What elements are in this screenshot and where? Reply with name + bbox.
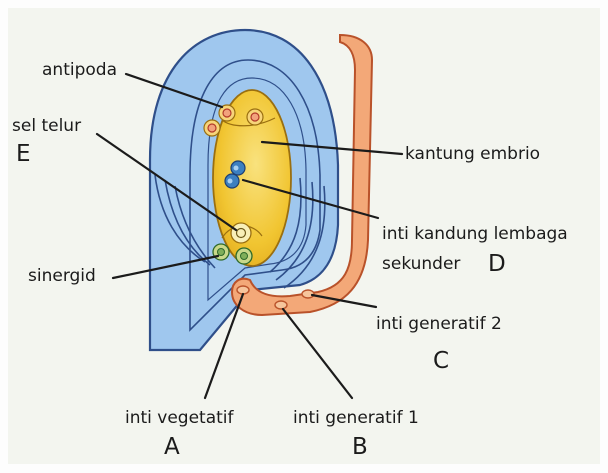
label-sel-telur: sel telur: [12, 116, 82, 136]
letter-b: B: [352, 434, 368, 460]
label-sinergid: sinergid: [28, 266, 96, 286]
inti-vegetatif-nucleus: [236, 285, 250, 295]
label-inti-generatif-1: inti generatif 1: [293, 408, 419, 428]
letter-a: A: [164, 434, 180, 460]
inti-generatif-1-nucleus: [274, 300, 288, 310]
leader-inti-kandung: [241, 178, 380, 220]
label-inti-generatif-2: inti generatif 2: [376, 314, 502, 334]
egg-apparatus: [212, 222, 263, 265]
letter-d: D: [488, 251, 506, 277]
leader-inti-generatif-1: [281, 307, 354, 400]
letter-c: C: [433, 348, 450, 374]
leader-sinergid: [111, 254, 220, 280]
label-inti-kandung-lembaga: inti kandung lembaga: [382, 224, 568, 244]
inti-generatif-2-nucleus: [301, 289, 315, 299]
leader-lines: [95, 72, 404, 400]
embryo-sac: [212, 89, 292, 267]
label-sekunder: sekunder: [382, 254, 461, 274]
leader-sel-telur: [95, 132, 238, 232]
inti-kandung-lembaga-sekunder-nuclei: [224, 160, 246, 189]
label-kantung-embrio: kantung embrio: [405, 144, 541, 164]
leader-inti-generatif-2: [310, 293, 378, 309]
leader-antipoda: [124, 72, 224, 109]
integument-lines-right: [269, 177, 326, 289]
leader-kantung-embrio: [260, 140, 404, 156]
antipodal-cells: [203, 104, 276, 137]
label-inti-vegetatif: inti vegetatif: [125, 408, 234, 428]
label-antipoda: antipoda: [42, 60, 117, 80]
letter-e: E: [16, 141, 31, 167]
leader-inti-vegetatif: [203, 292, 245, 400]
